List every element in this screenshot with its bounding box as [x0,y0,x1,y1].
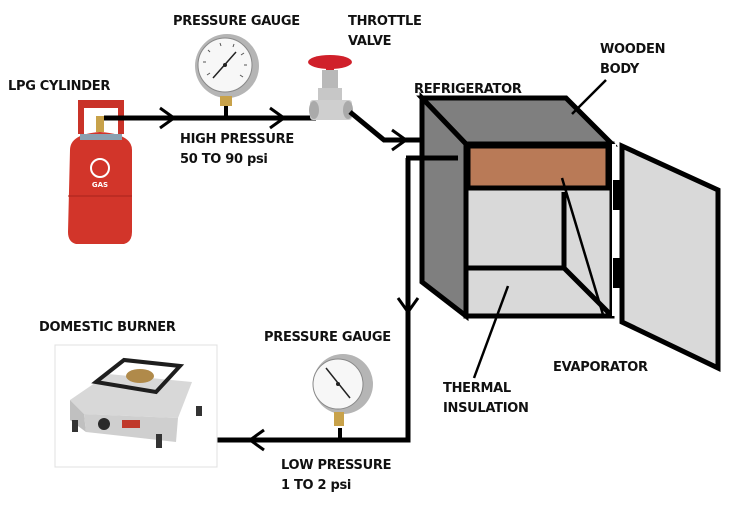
evaporator [465,143,611,191]
label-pressure-gauge-bottom: PRESSURE GAUGE [264,330,391,345]
label-high-pressure: HIGH PRESSURE 50 TO 90 psi [180,132,294,167]
pipe-to-evaporator [348,110,434,152]
refrigerator [416,91,619,322]
label-wooden-body: WOODEN BODY [600,42,666,77]
label-refrigerator: REFRIGERATOR [414,82,522,97]
label-domestic-burner: DOMESTIC BURNER [39,320,176,335]
throttle-valve [308,55,353,120]
lpg-cylinder: GAS [68,100,132,244]
cylinder-gas-mark: GAS [92,181,108,189]
domestic-burner [54,344,218,468]
pressure-gauge-top [195,34,259,106]
label-low-pressure: LOW PRESSURE 1 TO 2 psi [281,458,392,493]
pressure-gauge-bottom [312,354,373,426]
label-evaporator: EVAPORATOR [553,360,648,375]
leader-lines [472,79,607,379]
label-thermal-insulation: THERMAL INSULATION [443,381,529,416]
label-throttle-valve: THROTTLE VALVE [348,14,422,49]
refrigerator-door [619,142,721,372]
cylinder-valve [96,116,104,132]
label-pressure-gauge-top: PRESSURE GAUGE [173,14,300,29]
label-lpg-cylinder: LPG CYLINDER [8,79,111,94]
high-pressure-pipe [104,104,316,130]
door-hinges [612,144,623,316]
